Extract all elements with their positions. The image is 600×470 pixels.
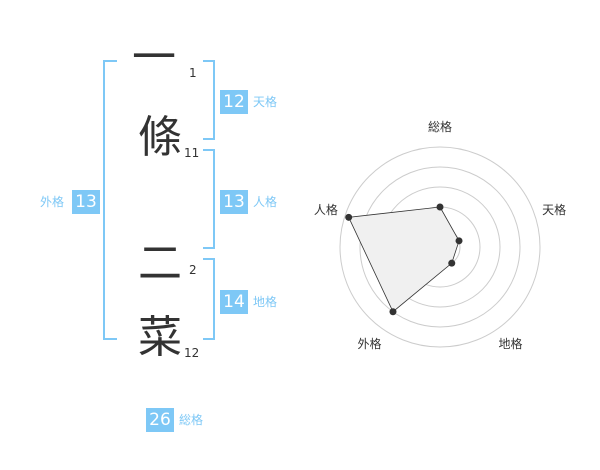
radar-polygon bbox=[348, 206, 460, 313]
gaikaku-value: 13 bbox=[72, 190, 100, 214]
soukaku-label: 総格 bbox=[179, 413, 204, 427]
stroke-count-4: 12 bbox=[184, 346, 200, 360]
name-char-2: 條 bbox=[138, 112, 182, 163]
gaikaku-bracket bbox=[103, 60, 117, 340]
gaikaku-label: 外格 bbox=[40, 195, 65, 209]
tenkaku-value: 12 bbox=[220, 90, 248, 114]
stroke-count-2: 11 bbox=[184, 146, 200, 160]
soukaku-value: 26 bbox=[146, 408, 174, 432]
radar-point-5 bbox=[345, 213, 353, 221]
radar-axis-label-3: 地格 bbox=[499, 336, 523, 351]
radar-axis-label-5: 人格 bbox=[314, 202, 338, 217]
radar-axis-label-1: 総格 bbox=[428, 119, 452, 134]
name-char-1: 一 bbox=[132, 32, 176, 83]
stroke-count-1: 1 bbox=[189, 66, 197, 80]
tenkaku-bracket bbox=[203, 60, 215, 140]
stroke-count-3: 2 bbox=[189, 263, 197, 277]
radar-ring bbox=[359, 166, 521, 328]
radar-axis-label-2: 天格 bbox=[542, 202, 566, 217]
jinkaku-bracket bbox=[203, 149, 215, 249]
tenkaku-label: 天格 bbox=[253, 95, 278, 109]
jinkaku-label: 人格 bbox=[253, 195, 278, 209]
radar-shape bbox=[345, 203, 463, 316]
radar-point-2 bbox=[455, 237, 463, 245]
radar-point-4 bbox=[389, 308, 397, 316]
chikaku-bracket bbox=[203, 258, 215, 340]
name-char-3: 二 bbox=[138, 238, 182, 289]
chikaku-value: 14 bbox=[220, 290, 248, 314]
radar-point-3 bbox=[448, 259, 456, 267]
chikaku-label: 地格 bbox=[253, 295, 278, 309]
radar-point-1 bbox=[436, 203, 444, 211]
radar-ring bbox=[339, 146, 541, 348]
jinkaku-value: 13 bbox=[220, 190, 248, 214]
radar-axis-label-4: 外格 bbox=[357, 336, 381, 351]
name-char-4: 菜 bbox=[138, 312, 182, 363]
